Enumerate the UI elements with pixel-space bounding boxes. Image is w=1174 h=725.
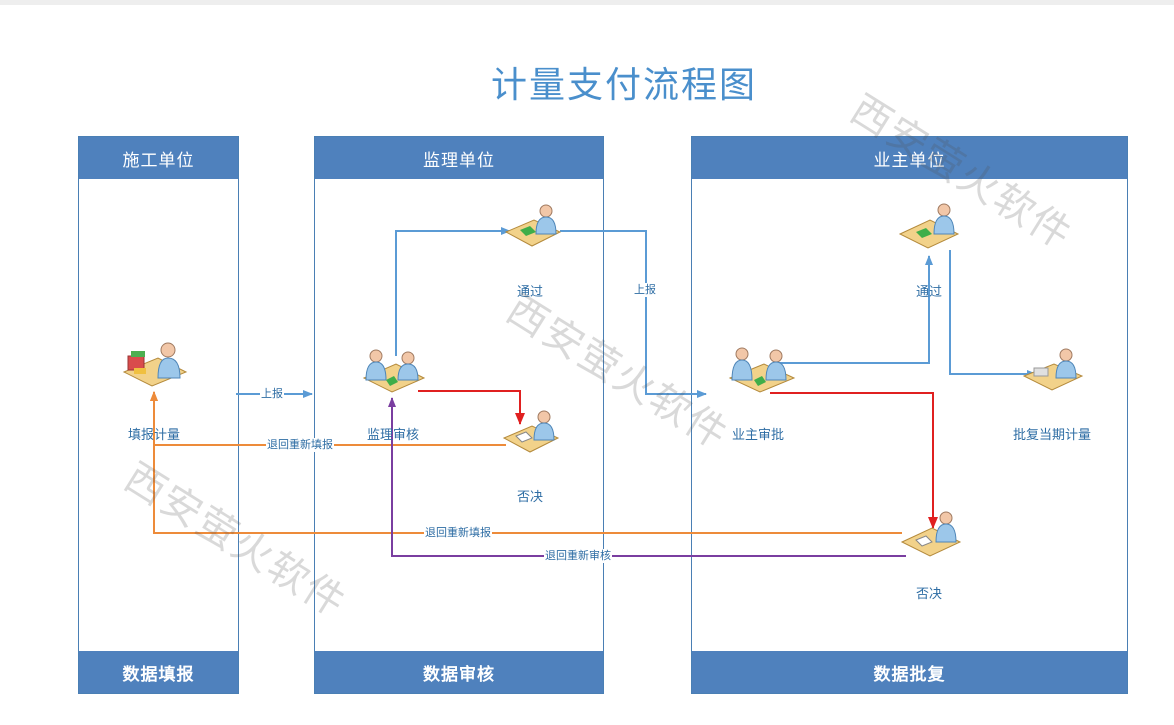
lane-header-supervisor: 监理单位 [315,137,603,179]
lane-owner: 业主单位 数据批复 [691,136,1128,694]
node-fill-measure: 填报计量 [127,428,181,443]
node-supervisor-reject: 否决 [516,490,544,505]
lane-header-owner: 业主单位 [692,137,1127,179]
actor-owner-pass-icon [898,203,960,249]
actor-supervisor-reject-icon [502,410,560,453]
edge-supervisor-review-to-pass [395,227,511,356]
actor-supervisor-pass-icon [504,204,562,247]
edge-label-return-review: 退回重新审核 [544,549,612,563]
edge-report-supervisor-to-owner [560,230,707,398]
lane-header-contractor: 施工单位 [79,137,238,179]
node-owner-pass: 通过 [915,285,943,300]
lane-footer-owner: 数据批复 [692,651,1127,693]
edge-owner-pass-to-approve-current [949,250,1037,378]
actor-owner-approve-icon [728,347,796,393]
edge-supervisor-review-to-reject [418,390,525,425]
lane-footer-supervisor: 数据审核 [315,651,603,693]
node-owner-reject: 否决 [915,587,943,602]
actor-approve-current-icon [1022,348,1084,391]
edge-owner-approve-to-reject [770,392,938,529]
lane-contractor: 施工单位 数据填报 [78,136,239,694]
actor-owner-reject-icon [900,511,962,557]
edge-owner-reject-return-review [388,397,906,557]
edge-label-return-refill-1: 退回重新填报 [266,438,334,452]
node-owner-approve: 业主审批 [731,428,785,443]
actor-fill-icon [122,342,188,387]
edge-owner-reject-return-refill [150,391,902,534]
top-divider [0,0,1174,5]
edge-owner-approve-to-pass [776,255,933,364]
lane-footer-contractor: 数据填报 [79,651,238,693]
node-supervisor-review: 监理审核 [366,428,420,443]
edge-label-report-1: 上报 [260,387,284,401]
node-approve-current: 批复当期计量 [1012,428,1092,443]
node-supervisor-pass: 通过 [516,285,544,300]
diagram-title: 计量支付流程图 [490,65,757,106]
edge-label-report-2: 上报 [633,283,657,297]
actor-supervisor-review-icon [362,349,426,393]
lane-supervisor: 监理单位 数据审核 [314,136,604,694]
edge-label-return-refill-2: 退回重新填报 [424,526,492,540]
